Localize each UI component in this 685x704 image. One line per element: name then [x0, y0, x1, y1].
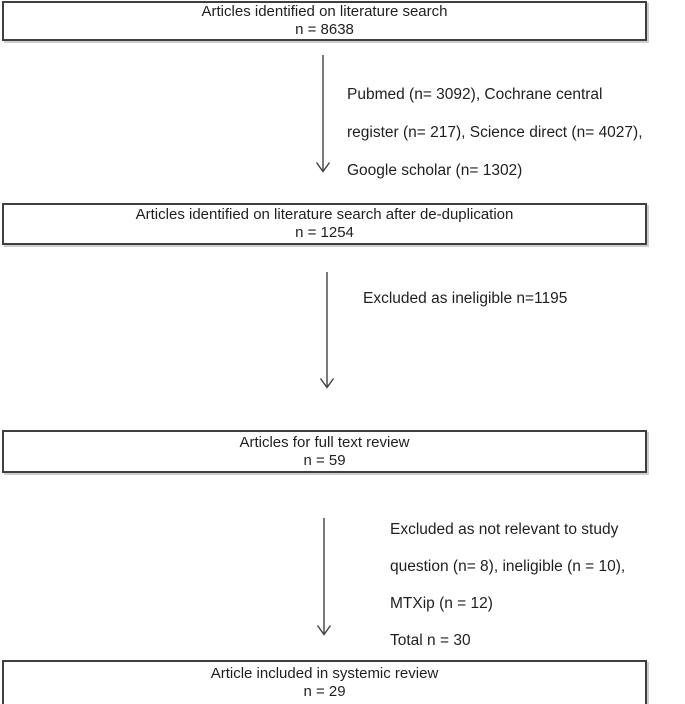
annotation-line: Total n = 30 [390, 632, 471, 649]
annotation-search-sources: Pubmed (n= 3092), Cochrane central regis… [347, 76, 643, 190]
annotation-line: Google scholar (n= 1302) [347, 162, 523, 179]
down-arrow-search-to-dedup [315, 55, 331, 173]
down-arrow-fulltext-to-included [316, 518, 332, 636]
annotation-line: Excluded as ineligible n=1195 [363, 290, 568, 307]
flow-box-articles-identified: Articles identified on literature search… [2, 1, 647, 41]
flow-box-included-systemic-review: Article included in systemic review n = … [2, 660, 647, 704]
annotation-line: register (n= 217), Science direct (n= 40… [347, 124, 643, 141]
flow-box-title: Articles identified on literature search [201, 3, 448, 20]
flow-box-title: Article included in systemic review [210, 665, 439, 682]
down-arrow-dedup-to-fulltext [319, 272, 335, 389]
flow-box-count: n = 59 [303, 451, 346, 469]
flow-box-title: Articles identified on literature search… [135, 206, 514, 223]
annotation-line: question (n= 8), ineligible (n = 10), [390, 558, 626, 575]
annotation-excluded-ineligible: Excluded as ineligible n=1195 [363, 280, 567, 318]
annotation-line: MTXip (n = 12) [390, 595, 493, 612]
flow-box-count: n = 29 [303, 683, 346, 700]
annotation-line: Excluded as not relevant to study [390, 521, 619, 538]
annotation-exclusion-reasons: Excluded as not relevant to study questi… [390, 511, 625, 659]
flow-box-after-deduplication: Articles identified on literature search… [2, 203, 647, 245]
flow-box-count: n = 1254 [295, 224, 354, 241]
flow-box-count: n = 8638 [295, 21, 354, 38]
flow-box-title: Articles for full text review [239, 433, 410, 451]
annotation-line: Pubmed (n= 3092), Cochrane central [347, 86, 603, 103]
flow-box-full-text-review: Articles for full text review n = 59 [2, 430, 647, 473]
